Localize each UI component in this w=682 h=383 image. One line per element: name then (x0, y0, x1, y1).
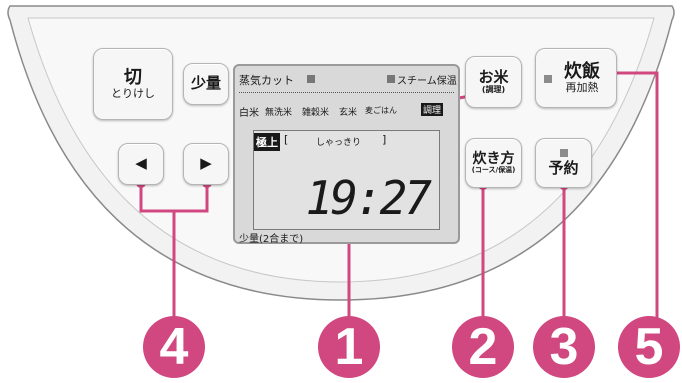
small-quantity-button[interactable]: 少量 (183, 63, 229, 105)
cook-button[interactable]: 炊飯 再加熱 (535, 48, 617, 108)
callout-3: 3 (533, 316, 595, 378)
cooking-method-button-sublabel: (コース/保温) (471, 165, 516, 174)
grade-badge: 極上 (254, 133, 280, 151)
clock-time: 19:27 (305, 171, 432, 225)
texture-label: しゃっきり (316, 138, 362, 148)
callout-2: 2 (452, 316, 514, 378)
leader-5 (609, 71, 659, 325)
steam-warm-label: スチーム保温 (397, 76, 457, 87)
lcd-display: 蒸気カット スチーム保温 白米 無洗米 雑穀米 玄米 麦ごはん 調理 極上 [ … (233, 64, 460, 245)
right-arrow-icon: ▶ (200, 154, 212, 173)
callout-1: 1 (318, 316, 380, 378)
cancel-button[interactable]: 切 とりけし (93, 48, 173, 120)
small-quantity-label: 少量 (190, 74, 221, 93)
left-arrow-button[interactable]: ◀ (118, 143, 164, 185)
callout-5: 5 (618, 316, 680, 378)
cook-indicator (544, 75, 552, 83)
steam-warm-indicator (387, 75, 395, 83)
rice-type-genmai: 玄米 (339, 108, 358, 118)
cancel-button-sublabel: とりけし (111, 86, 155, 100)
texture-bracket-close: ] (382, 133, 387, 146)
cancel-button-label: 切 (124, 66, 142, 88)
rice-type-button-label: お米 (478, 67, 509, 86)
right-arrow-button[interactable]: ▶ (183, 143, 229, 185)
rice-type-chouri: 調理 (421, 103, 444, 116)
rice-type-white: 白米 (239, 108, 259, 119)
cooking-method-button[interactable]: 炊き方 (コース/保温) (465, 138, 522, 188)
steam-cut-indicator (307, 75, 315, 83)
cooking-method-button-label: 炊き方 (472, 150, 515, 167)
texture-bracket-open: [ (284, 133, 289, 146)
cook-button-sublabel: 再加熱 (565, 80, 599, 94)
callout-4: 4 (143, 316, 205, 378)
rice-type-mugigohan: 麦ごはん (365, 106, 397, 115)
cook-button-label: 炊飯 (564, 60, 600, 82)
small-quantity-note: 少量(2合まで) (239, 234, 304, 245)
rice-type-button[interactable]: お米 (調理) (465, 56, 522, 108)
timer-button-label: 予約 (548, 159, 579, 178)
rice-type-zakkokumai: 雑穀米 (302, 108, 330, 118)
steam-cut-label: 蒸気カット (239, 74, 294, 87)
rice-type-musenmai: 無洗米 (265, 108, 293, 118)
left-arrow-icon: ◀ (135, 154, 147, 173)
lcd-dotted-divider (239, 92, 454, 93)
lcd-main-area: 極上 [ しゃっきり ] 19:27 (253, 130, 440, 230)
timer-indicator (559, 149, 568, 158)
rice-type-button-sublabel: (調理) (481, 84, 506, 94)
timer-button[interactable]: 予約 (535, 138, 592, 188)
